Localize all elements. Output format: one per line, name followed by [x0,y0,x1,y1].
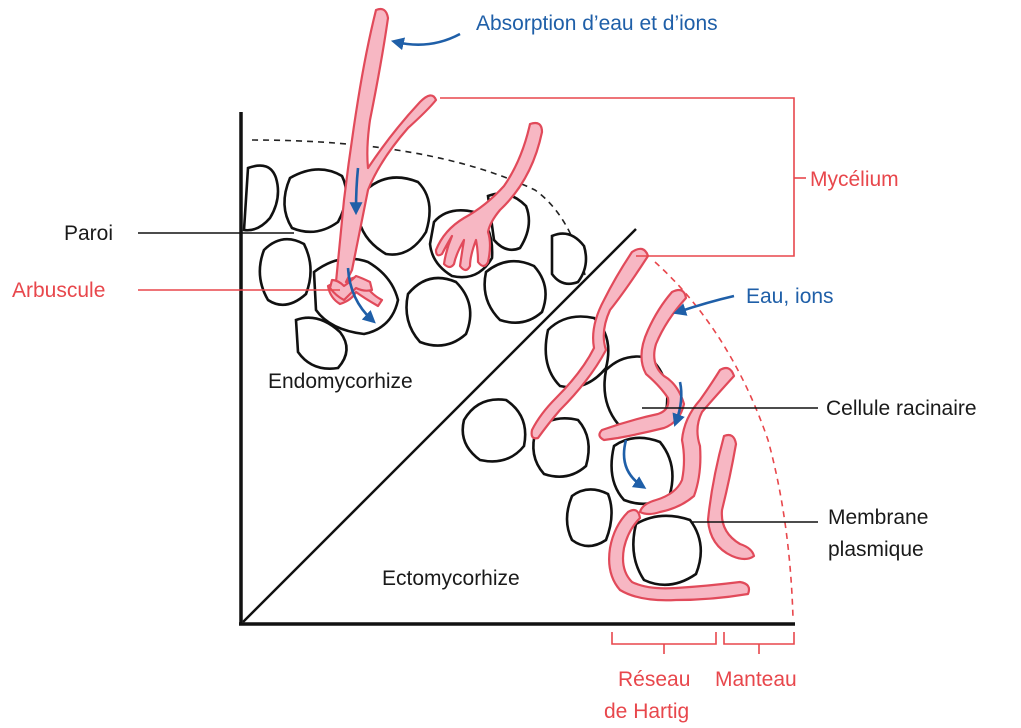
label-paroi: Paroi [64,222,113,245]
root-cell [244,166,278,231]
endo-cells [244,166,586,369]
hypha-endo-main [328,9,436,306]
root-cell [552,234,586,284]
root-cell [612,438,673,504]
label-reseau-1: Réseau [618,668,690,691]
root-cell [633,516,700,585]
labels: Absorption d’eau et d’ions Mycélium Paro… [12,12,977,723]
label-manteau: Manteau [715,668,797,691]
label-eau-ions: Eau, ions [746,285,834,308]
root-cell [407,278,471,346]
label-ectomycorhize: Ectomycorhize [382,567,520,590]
arrow-absorption [396,34,460,45]
label-arbuscule: Arbuscule [12,279,105,302]
root-cell [463,399,525,461]
bracket-reseau [612,632,716,644]
root-cell [284,169,346,231]
label-absorption: Absorption d’eau et d’ions [476,12,718,35]
hypha-ecto-5 [708,435,754,559]
root-cell [260,239,311,305]
label-membrane-1: Membrane [828,506,928,529]
label-mycelium: Mycélium [810,168,899,191]
label-endomycorhize: Endomycorhize [268,370,413,393]
root-cell [567,489,612,546]
bracket-manteau [724,632,794,644]
label-reseau-2: de Hartig [604,700,689,723]
label-membrane-2: plasmique [828,538,924,561]
ecto-cells [463,317,701,585]
label-cellule-racinaire: Cellule racinaire [826,397,977,420]
root-cell [485,261,546,322]
